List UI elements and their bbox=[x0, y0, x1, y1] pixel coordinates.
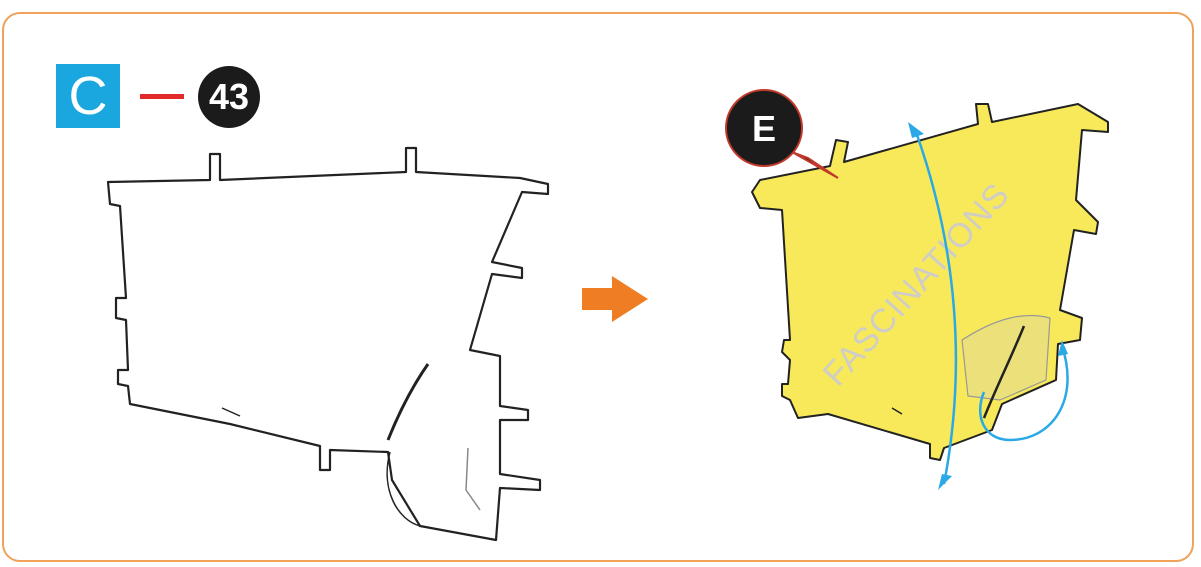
right-arrow-icon bbox=[582, 276, 648, 322]
flat-part-outline bbox=[106, 146, 550, 542]
folded-part bbox=[751, 103, 1109, 461]
part-number-badge: 43 bbox=[198, 66, 260, 128]
sheet-badge: C bbox=[56, 64, 120, 128]
label-separator bbox=[140, 94, 184, 99]
rotate-arrow-icon bbox=[908, 122, 1069, 490]
callout-label: E bbox=[752, 108, 776, 149]
callout-e: E bbox=[725, 89, 839, 179]
